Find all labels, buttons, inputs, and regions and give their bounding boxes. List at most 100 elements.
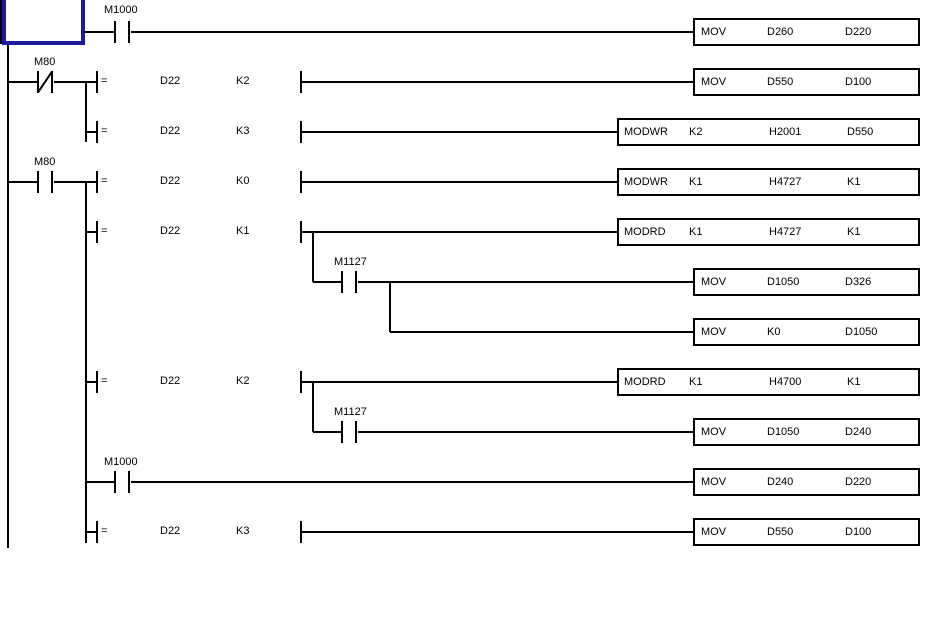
- instruction-name: MOV: [701, 526, 727, 538]
- compare-operand: K2: [236, 75, 250, 87]
- wire: [390, 331, 693, 333]
- contact-label: M1000: [104, 4, 138, 16]
- instruction-name: MOV: [701, 276, 727, 288]
- wire: [302, 531, 693, 533]
- compare-contact[interactable]: = D22 K3: [96, 521, 302, 543]
- operand: D240: [845, 426, 872, 438]
- contact-bar: [355, 271, 357, 293]
- instruction-name: MOV: [701, 476, 727, 488]
- operand: H2001: [769, 126, 802, 138]
- no-contact[interactable]: [37, 171, 53, 193]
- instruction-name: MOV: [701, 426, 727, 438]
- compare-contact[interactable]: = D22 K0: [96, 171, 302, 193]
- operand: D220: [845, 26, 872, 38]
- branch-wire: [389, 281, 391, 332]
- instruction-box[interactable]: MOV K0 D1050: [693, 318, 920, 346]
- contact-bar: [128, 471, 130, 493]
- compare-operand: D22: [160, 125, 181, 137]
- compare-operand: D22: [160, 175, 181, 187]
- compare-contact[interactable]: = D22 K2: [96, 371, 302, 393]
- compare-tick: [96, 71, 98, 93]
- compare-operator: =: [101, 375, 108, 387]
- operand: H4727: [769, 176, 802, 188]
- no-contact[interactable]: [341, 271, 357, 293]
- wire: [86, 231, 96, 233]
- no-contact[interactable]: [114, 471, 130, 493]
- compare-operand: D22: [160, 75, 181, 87]
- wire: [302, 131, 617, 133]
- operand: K1: [689, 226, 703, 238]
- compare-tick: [96, 221, 98, 243]
- instruction-name: MOV: [701, 76, 727, 88]
- operand: K1: [847, 226, 861, 238]
- wire: [358, 281, 693, 283]
- compare-operator: =: [101, 75, 108, 87]
- instruction-box[interactable]: MOV D550 D100: [693, 68, 920, 96]
- contact-bar: [355, 421, 357, 443]
- operand: K2: [689, 126, 703, 138]
- operand: D1050: [845, 326, 878, 338]
- compare-contact[interactable]: = D22 K3: [96, 121, 302, 143]
- instruction-box[interactable]: MODRD K1 H4727 K1: [617, 218, 920, 246]
- wire: [302, 81, 693, 83]
- instruction-box[interactable]: MOV D240 D220: [693, 468, 920, 496]
- compare-operator: =: [101, 225, 108, 237]
- wire: [84, 31, 115, 33]
- compare-operand: K3: [236, 525, 250, 537]
- instruction-name: MOV: [701, 326, 727, 338]
- operand: D220: [845, 476, 872, 488]
- instruction-box[interactable]: MOV D550 D100: [693, 518, 920, 546]
- operand: D100: [845, 526, 872, 538]
- selection-cursor[interactable]: [2, 0, 85, 45]
- compare-operand: D22: [160, 225, 181, 237]
- operand: K1: [847, 176, 861, 188]
- compare-tick: [96, 121, 98, 143]
- contact-label: M1127: [334, 256, 367, 268]
- wire: [8, 81, 38, 83]
- instruction-box[interactable]: MOV D260 D220: [693, 18, 920, 46]
- operand: K0: [767, 326, 781, 338]
- compare-tick: [300, 171, 302, 193]
- instruction-box[interactable]: MOV D1050 D240: [693, 418, 920, 446]
- wire: [131, 481, 693, 483]
- operand: D100: [845, 76, 872, 88]
- instruction-box[interactable]: MODWR K1 H4727 K1: [617, 168, 920, 196]
- branch-wire: [85, 181, 87, 543]
- compare-tick: [96, 521, 98, 543]
- compare-contact[interactable]: = D22 K1: [96, 221, 302, 243]
- no-contact[interactable]: [114, 21, 130, 43]
- branch-wire: [312, 381, 314, 432]
- operand: D1050: [767, 426, 800, 438]
- instruction-name: MODWR: [624, 126, 668, 138]
- nc-contact[interactable]: [37, 71, 53, 93]
- contact-bar: [114, 21, 116, 43]
- operand: K1: [689, 376, 703, 388]
- wire: [302, 381, 617, 383]
- wire: [358, 431, 693, 433]
- operand: D1050: [767, 276, 800, 288]
- instruction-box[interactable]: MODRD K1 H4700 K1: [617, 368, 920, 396]
- contact-label: M80: [34, 56, 56, 68]
- no-contact[interactable]: [341, 421, 357, 443]
- operand: D260: [767, 26, 794, 38]
- wire: [54, 81, 96, 83]
- contact-bar: [51, 71, 53, 93]
- instruction-name: MOV: [701, 26, 727, 38]
- operand: K1: [689, 176, 703, 188]
- operand: D550: [767, 76, 794, 88]
- wire: [302, 181, 617, 183]
- compare-tick: [300, 121, 302, 143]
- contact-bar: [51, 171, 53, 193]
- compare-contact[interactable]: = D22 K2: [96, 71, 302, 93]
- wire: [54, 181, 96, 183]
- contact-bar: [114, 471, 116, 493]
- instruction-box[interactable]: MODWR K2 H2001 D550: [617, 118, 920, 146]
- compare-operand: K3: [236, 125, 250, 137]
- branch-wire: [312, 231, 314, 282]
- compare-operand: D22: [160, 525, 181, 537]
- operand: H4727: [769, 226, 802, 238]
- wire: [86, 381, 96, 383]
- contact-bar: [37, 171, 39, 193]
- instruction-box[interactable]: MOV D1050 D326: [693, 268, 920, 296]
- wire: [131, 31, 693, 33]
